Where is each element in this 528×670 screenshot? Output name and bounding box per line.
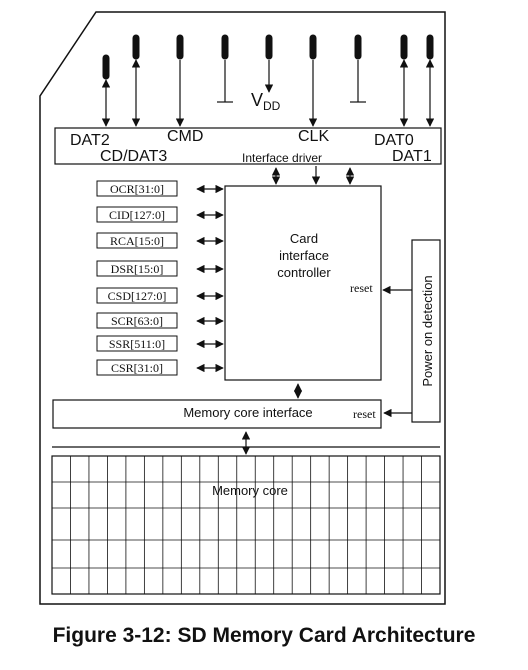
register-box — [96, 232, 178, 249]
register-arrows — [196, 184, 224, 373]
register-box — [96, 359, 178, 376]
register-box — [96, 287, 178, 304]
register-label: DSR[15:0] — [111, 262, 164, 276]
register-label: SSR[511:0] — [109, 337, 165, 351]
register-list: OCR[31:0] CID[127:0] RCA[15:0] DSR[15:0]… — [96, 180, 178, 376]
figure-caption: Figure 3-12: SD Memory Card Architecture — [52, 624, 476, 647]
register-label: CSD[127:0] — [108, 289, 167, 303]
register-label: CID[127:0] — [109, 208, 165, 222]
memory-core-interface-label: Memory core interface — [183, 405, 312, 420]
pin-label-dat0: DAT0 — [374, 132, 414, 149]
pin-lines — [101, 59, 435, 127]
card-interface-controller-box — [224, 185, 382, 381]
pin-label-dat2: DAT2 — [70, 132, 110, 149]
power-on-detection-label: Power on detection — [420, 275, 435, 386]
pin-label-clk: CLK — [298, 128, 329, 145]
memory-core-grid — [51, 455, 441, 595]
register-label: OCR[31:0] — [110, 182, 164, 196]
register-box — [96, 180, 178, 197]
pin-label-vdd-sub: DD — [263, 99, 281, 113]
controller-label-line3: controller — [277, 265, 331, 280]
register-label: CSR[31:0] — [111, 361, 163, 375]
power-on-detection-box — [411, 239, 441, 423]
pin-label-cmd: CMD — [167, 128, 203, 145]
pin-label-dat1: DAT1 — [392, 148, 432, 165]
memory-core-interface-box — [52, 399, 382, 429]
driver-to-controller-arrows — [271, 166, 355, 185]
memory-core-label: Memory core — [212, 483, 288, 498]
pin-label-vdd: VDD — [251, 90, 281, 113]
memory-interface-reset-label: reset — [353, 407, 376, 421]
pin-contacts — [102, 34, 434, 80]
pin-label-vdd-main: V — [251, 90, 263, 110]
controller-label-line2: interface — [279, 248, 329, 263]
controller-reset-label: reset — [350, 281, 373, 295]
register-box — [96, 260, 178, 277]
pin-label-cd-dat3: CD/DAT3 — [100, 148, 167, 165]
card-outline — [39, 11, 446, 605]
register-box — [96, 335, 178, 352]
register-label: RCA[15:0] — [110, 234, 164, 248]
register-box — [96, 206, 178, 223]
interface-driver-box — [54, 127, 442, 165]
register-box — [96, 312, 178, 329]
register-label: SCR[63:0] — [111, 314, 163, 328]
controller-label-line1: Card — [290, 231, 318, 246]
interface-driver-label: Interface driver — [242, 151, 322, 165]
